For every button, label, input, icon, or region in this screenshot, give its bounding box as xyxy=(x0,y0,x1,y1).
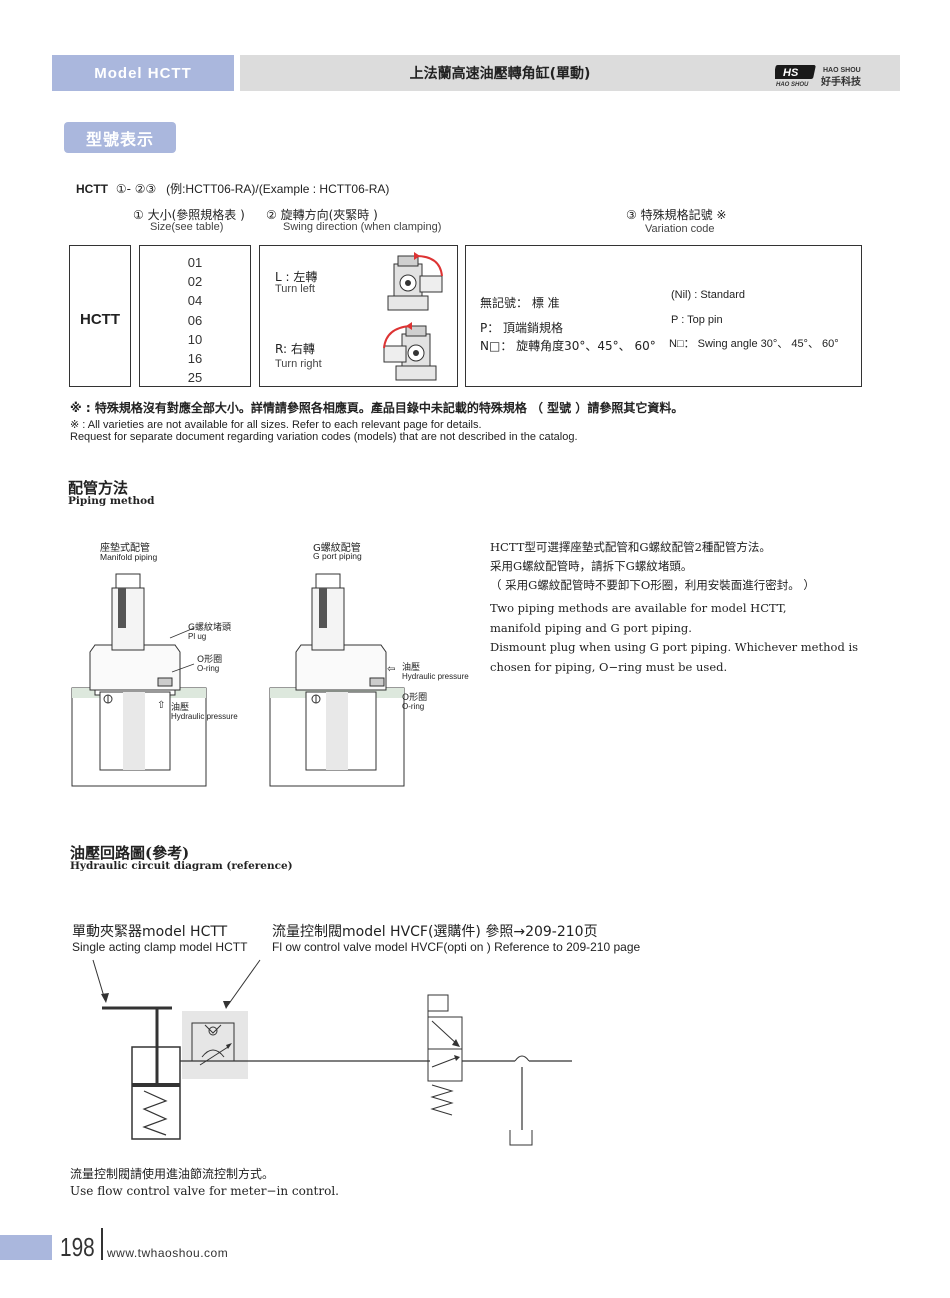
gport-label: G螺紋配管 xyxy=(313,543,361,554)
piping-desc-en-line: Two piping methods are available for mod… xyxy=(490,601,787,615)
svg-text:HAO SHOU: HAO SHOU xyxy=(776,82,809,88)
oil2-label-en: Hydraulic pressure xyxy=(402,672,469,681)
note-cn: ※ : 特殊規格沒有對應全部大小。詳情請參照各相應頁。產品目錄中未記載的特殊規格… xyxy=(70,401,684,415)
manifold-label-en: Manifold piping xyxy=(100,552,158,562)
col2-title: ② 旋轉方向(夾緊時 ) xyxy=(266,208,378,222)
col2-subtitle: Swing direction (when clamping) xyxy=(283,221,442,233)
size-item: 06 xyxy=(187,312,203,328)
oring-label: O形圈 xyxy=(197,655,223,665)
svg-text:HS: HS xyxy=(783,67,799,79)
turn-left-label: L : 左轉 xyxy=(275,270,318,284)
note-en-2: Request for separate document regarding … xyxy=(70,431,578,443)
code-example: (例:HCTT06-RA)/(Example : HCTT06-RA) xyxy=(166,182,390,196)
col3-title: ③ 特殊規格記號 ※ xyxy=(626,208,727,222)
var-nil: 無記號： 標 准 xyxy=(480,296,560,310)
oil-arrow-icon-2: ⇦ xyxy=(387,664,396,675)
gport-piping-diagram xyxy=(269,573,405,787)
oil2-label: 油壓 xyxy=(402,663,421,673)
valve-label-en: Fl ow control valve model HVCF(opti on )… xyxy=(272,940,641,954)
size-list: 01 02 04 06 10 16 25 xyxy=(140,253,250,387)
size-item: 04 xyxy=(187,293,203,309)
turn-right-label: R: 右轉 xyxy=(275,342,315,356)
model-label: Model HCTT xyxy=(52,55,234,91)
piping-desc-cn-line: （ 采用G螺紋配管時不要卸下O形圈，利用安裝面進行密封。 ） xyxy=(490,578,815,592)
page-number: 198 xyxy=(60,1232,95,1262)
piping-desc-en-line: Dismount plug when using G port piping. … xyxy=(490,640,859,654)
hydraulic-note-en: Use flow control valve for meter−in cont… xyxy=(70,1184,339,1198)
hydraulic-subtitle: Hydraulic circuit diagram (reference) xyxy=(70,860,293,872)
code-prefix: HCTT xyxy=(76,182,108,196)
var-p-en: P : Top pin xyxy=(671,314,723,326)
website-link[interactable]: www.twhaoshou.com xyxy=(107,1246,229,1260)
col3-subtitle: Variation code xyxy=(645,223,715,235)
col1-title: ① 大小(參照規格表 ) xyxy=(133,208,245,222)
size-item: 10 xyxy=(187,331,203,347)
model-box: HCTT xyxy=(69,245,131,387)
size-item: 16 xyxy=(187,351,203,367)
var-n: N□： 旋轉角度30°、45°、 60° xyxy=(480,339,656,353)
variation-box: 無記號： 標 准 P： 頂端銷規格 N□： 旋轉角度30°、45°、 60° (… xyxy=(465,245,862,387)
piping-desc-en-line: manifold piping and G port piping. xyxy=(490,620,692,635)
valve-label: 流量控制閥model HVCF(選購件) 參照→209-210页 xyxy=(272,924,598,940)
note-en-1: ※ : All varieties are not available for … xyxy=(70,419,482,431)
section-tag-model: 型號表示 xyxy=(64,122,176,153)
size-box: 01 02 04 06 10 16 25 xyxy=(139,245,251,387)
piping-desc-en: Two piping methods are available for mod… xyxy=(490,599,858,677)
col1-subtitle: Size(see table) xyxy=(150,221,224,233)
oil-arrow-icon: ⇧ xyxy=(157,700,166,711)
svg-text:HAO SHOU: HAO SHOU xyxy=(823,67,861,74)
page-title: 上法蘭高速油壓轉角缸(單動) xyxy=(409,66,591,82)
code-parts: ①- ②③ xyxy=(115,182,157,196)
oring-label-en: O-ring xyxy=(197,664,220,673)
var-nil-en: (Nil) : Standard xyxy=(671,289,745,301)
hydraulic-note-cn: 流量控制閥請使用進油節流控制方式。 xyxy=(70,1167,275,1181)
hydraulic-circuit-diagram xyxy=(92,959,572,1146)
var-p: P： 頂端銷規格 xyxy=(480,321,564,335)
footer-accent-bar xyxy=(0,1235,52,1260)
size-item: 25 xyxy=(187,370,203,386)
piping-title: 配管方法 xyxy=(68,479,129,497)
turn-left-sub: Turn left xyxy=(275,283,315,295)
size-item: 01 xyxy=(187,255,203,270)
hydraulic-title: 油壓回路圖(參考) xyxy=(70,844,190,862)
oring2-label: O形圈 xyxy=(402,693,428,703)
brand-logo: HS HAO SHOU HAO SHOU 好手科技 xyxy=(773,60,895,88)
manifold-piping-diagram xyxy=(71,573,207,787)
clamp-label-en: Single acting clamp model HCTT xyxy=(72,940,248,954)
piping-subtitle: Piping method xyxy=(68,495,155,507)
plug-label: G螺紋堵頭 xyxy=(188,623,231,633)
model-code-line: HCTT ①- ②③ (例:HCTT06-RA)/(Example : HCTT… xyxy=(76,180,389,197)
size-item: 02 xyxy=(187,274,203,290)
manifold-label: 座墊式配管 xyxy=(100,543,150,554)
piping-desc-cn-line: 采用G螺紋配管時，請拆下G螺紋堵頭。 xyxy=(490,559,693,573)
piping-desc-cn: HCTT型可選擇座墊式配管和G螺紋配管2種配管方法。 采用G螺紋配管時，請拆下G… xyxy=(490,538,815,595)
oil-label-en: Hydraulic pressure xyxy=(171,712,238,721)
clamp-left-icon xyxy=(387,252,443,311)
oring2-label-en: O-ring xyxy=(402,702,425,711)
turn-right-sub: Turn right xyxy=(275,358,322,370)
footer-divider xyxy=(101,1228,103,1260)
clamp-right-icon xyxy=(383,322,437,381)
direction-box: L : 左轉 Turn left R: 右轉 Turn right xyxy=(259,245,458,387)
piping-desc-en-line: chosen for piping, O−ring must be used. xyxy=(490,659,728,674)
svg-text:好手科技: 好手科技 xyxy=(820,75,862,88)
gport-label-en: G port piping xyxy=(313,551,362,561)
model-box-label: HCTT xyxy=(80,311,120,328)
piping-desc-cn-line: HCTT型可選擇座墊式配管和G螺紋配管2種配管方法。 xyxy=(490,540,771,554)
var-n-en: N□： Swing angle 30°、 45°、 60° xyxy=(669,338,839,350)
oil-label: 油壓 xyxy=(171,703,190,713)
clamp-label: 單動夾緊器model HCTT xyxy=(72,924,228,940)
plug-label-en: Pl ug xyxy=(188,632,207,641)
